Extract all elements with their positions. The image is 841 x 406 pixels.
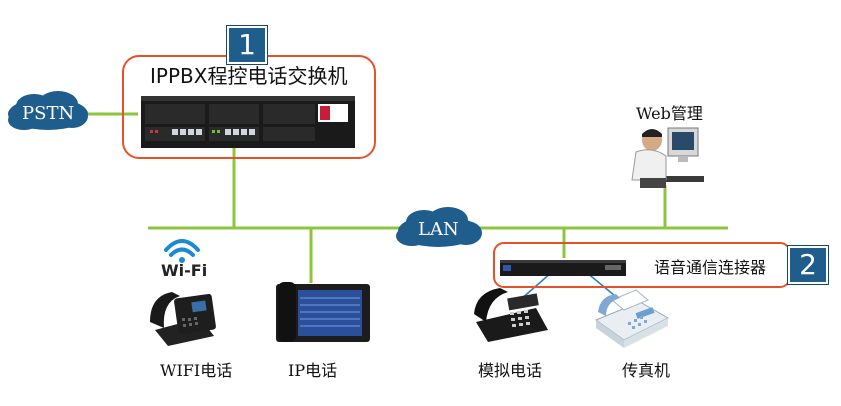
web-management-label: Web管理 <box>636 104 703 123</box>
pstn-cloud <box>8 91 88 130</box>
analog-phone-device <box>474 288 548 342</box>
web-management-figure <box>631 127 704 188</box>
fax-label: 传真机 <box>622 361 671 380</box>
wifi-phone-label: WIFI电话 <box>160 361 233 380</box>
ip-phone-device <box>276 282 370 342</box>
badge-1: 1 <box>227 26 267 64</box>
voice-connector-label: 语音通信连接器 <box>654 258 767 277</box>
wifi-phone-device <box>150 292 216 346</box>
wifi-logo-text: Wi-Fi <box>161 261 208 280</box>
analog-phone-label: 模拟电话 <box>478 361 543 380</box>
pstn-label: PSTN <box>22 103 75 124</box>
pbx-device <box>141 96 355 148</box>
pbx-title: IPPBX程控电话交换机 <box>150 64 348 88</box>
lan-cloud <box>396 207 482 247</box>
lan-label: LAN <box>418 219 459 240</box>
wifi-signal-icon <box>164 239 200 263</box>
fax-machine-device <box>594 289 670 348</box>
badge-2: 2 <box>788 246 828 284</box>
ip-phone-label: IP电话 <box>288 361 338 380</box>
connector-device <box>500 260 626 276</box>
